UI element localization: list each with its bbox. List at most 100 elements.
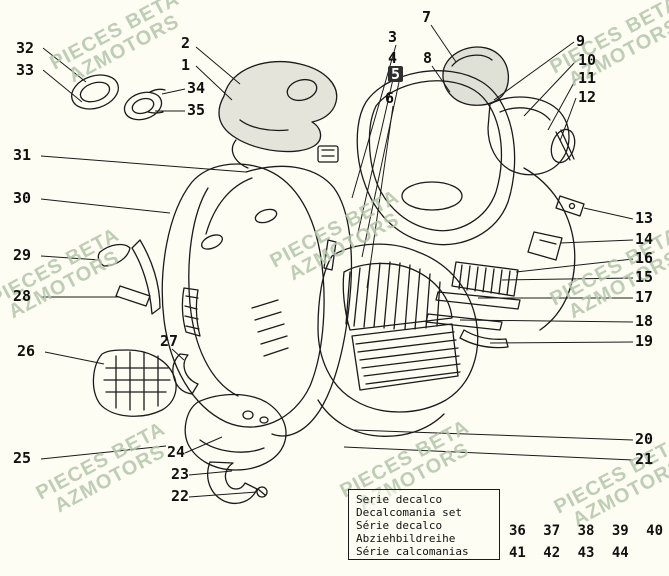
callout-13: 13 — [635, 209, 654, 227]
callout-16: 16 — [635, 249, 654, 267]
callout-26: 26 — [17, 342, 36, 360]
legend-line: Série calcomanias — [356, 545, 469, 558]
windshield — [356, 70, 516, 246]
air-snorkel — [218, 60, 338, 153]
legend-line: Serie decalco — [356, 493, 443, 506]
callout-18: 18 — [635, 312, 654, 330]
screw-22 — [256, 486, 268, 498]
callout-1: 1 — [181, 56, 191, 74]
grille-right — [451, 261, 519, 297]
callout-24: 24 — [167, 443, 186, 461]
intake-boot — [550, 128, 576, 164]
leader-line-22 — [188, 491, 257, 498]
callout-30: 30 — [13, 189, 32, 207]
leader-line-13 — [583, 207, 634, 220]
leader-line-31 — [40, 155, 247, 173]
callout-25: 25 — [13, 449, 32, 467]
callout-31: 31 — [13, 146, 32, 164]
stem-35 — [147, 111, 164, 114]
callout-19: 19 — [635, 332, 654, 350]
leader-line-34 — [161, 88, 186, 95]
legend-box: Serie decalco Decalcomania set Série dec… — [348, 489, 500, 560]
mirror-cap-left — [70, 74, 120, 110]
legend-line: Série decalco — [356, 519, 443, 532]
leader-line-32 — [42, 47, 87, 83]
trim-28 — [131, 239, 161, 315]
leader-line-33 — [42, 69, 83, 103]
hook-23 — [207, 461, 258, 504]
callout-35: 35 — [187, 101, 206, 119]
leader-line-16 — [515, 258, 634, 273]
leader-line-30 — [40, 198, 171, 214]
shield-grille — [181, 287, 201, 337]
leader-line-7 — [430, 24, 457, 63]
leader-line-6 — [366, 105, 394, 289]
leader-line-8 — [431, 65, 451, 93]
inner-panel — [245, 165, 353, 437]
floorboard — [317, 243, 479, 413]
leader-line-19 — [489, 341, 634, 344]
callout-17: 17 — [635, 288, 654, 306]
mirror-cap-right — [123, 91, 163, 121]
leader-line-29 — [40, 255, 101, 261]
callout-15: 15 — [635, 268, 654, 286]
callout-22: 22 — [171, 487, 190, 505]
lower-mudguard — [184, 393, 287, 471]
callout-27: 27 — [160, 332, 179, 350]
bracket-13 — [555, 195, 585, 217]
legend-line: Abziehbildreihe — [356, 532, 456, 545]
leader-line-18 — [459, 319, 634, 323]
strip-17 — [435, 291, 521, 310]
leader-line-26 — [44, 351, 105, 365]
leader-line-4 — [356, 65, 397, 238]
callout-28: 28 — [13, 287, 32, 305]
leader-line-9 — [493, 41, 575, 101]
leader-line-15 — [501, 277, 634, 281]
leader-line-25 — [40, 445, 167, 460]
leader-line-20 — [353, 429, 634, 441]
callout-32: 32 — [16, 39, 35, 57]
callout-29: 29 — [13, 246, 32, 264]
decal-numbers-row2: 41 42 43 44 — [509, 545, 629, 561]
trim-19 — [459, 329, 509, 349]
leader-line-10 — [523, 60, 577, 117]
decal-numbers-row1: 36 37 38 39 40 — [509, 523, 664, 539]
callout-3: 3 — [388, 28, 398, 46]
callout-8: 8 — [423, 49, 433, 67]
bracket-14 — [527, 231, 563, 261]
bracket-small — [317, 145, 339, 163]
bracket-27 — [172, 353, 199, 395]
leader-line-23 — [188, 470, 233, 476]
leader-line-24 — [184, 436, 223, 454]
callout-2: 2 — [181, 34, 191, 52]
callout-14: 14 — [635, 230, 654, 248]
callout-10: 10 — [578, 51, 597, 69]
leader-line-12 — [559, 97, 577, 142]
callout-33: 33 — [16, 61, 35, 79]
leader-line-21 — [343, 446, 634, 461]
stem-34 — [149, 88, 166, 93]
callout-23: 23 — [171, 465, 190, 483]
leader-line-5 — [361, 81, 400, 258]
leader-line-11 — [547, 78, 577, 131]
callout-12: 12 — [578, 88, 597, 106]
callout-5: 5 — [388, 66, 404, 82]
front-shield — [161, 163, 325, 428]
leader-line-1 — [195, 65, 233, 101]
callout-9: 9 — [576, 32, 586, 50]
callout-21: 21 — [635, 450, 654, 468]
callout-20: 20 — [635, 430, 654, 448]
trim-29 — [97, 243, 131, 267]
leader-line-14 — [559, 239, 634, 244]
callout-4: 4 — [388, 49, 398, 67]
callout-7: 7 — [422, 8, 432, 26]
footrest-ribs — [351, 323, 459, 391]
front-fender — [92, 349, 177, 417]
legend-line: Decalcomania set — [356, 506, 462, 519]
leader-line-2 — [195, 46, 241, 85]
leader-line-27 — [171, 348, 185, 361]
callout-11: 11 — [578, 69, 597, 87]
callout-6: 6 — [385, 89, 395, 107]
